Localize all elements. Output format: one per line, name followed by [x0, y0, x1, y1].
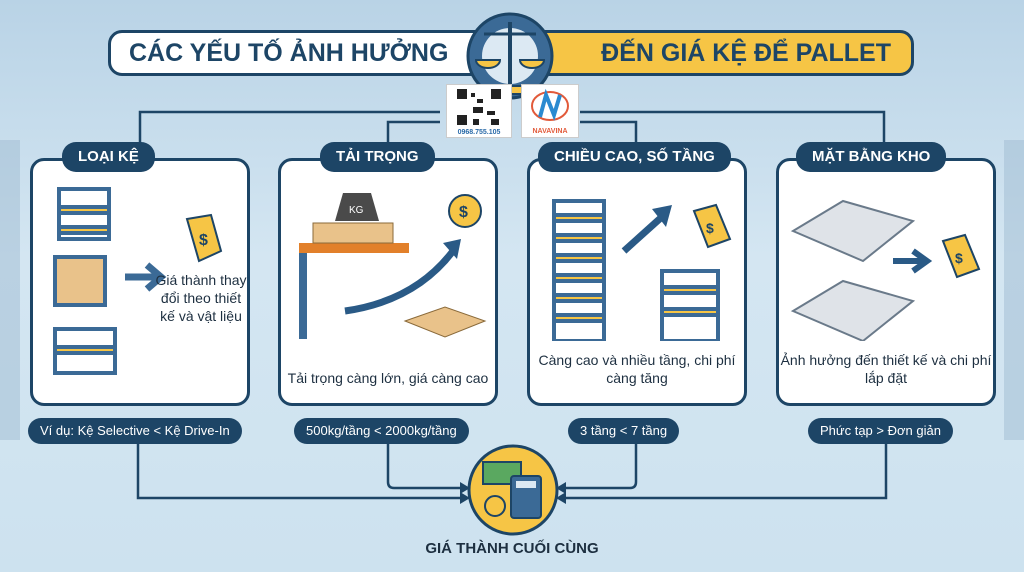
- factor-description: Giá thành thay đổi theo thiết kế và vật …: [155, 272, 247, 324]
- factor-example: 3 tầng < 7 tầng: [568, 418, 680, 444]
- logo-text: NAVAVINA: [532, 128, 568, 135]
- factor-example: 500kg/tầng < 2000kg/tầng: [294, 418, 469, 444]
- load-rack-icon: KG $: [299, 193, 487, 339]
- navavina-logo: NAVAVINA: [521, 84, 579, 138]
- weight-label: KG: [349, 205, 364, 216]
- title-left: CÁC YẾU TỐ ẢNH HƯỞNG: [108, 30, 488, 76]
- factor-example: Phức tạp > Đơn giản: [808, 418, 953, 444]
- final-cost-icon: [467, 444, 559, 536]
- factor-title: MẶT BẰNG KHO: [796, 142, 947, 172]
- floor-plan-icon: $: [790, 199, 981, 341]
- qr-code[interactable]: 0968.755.105: [446, 84, 512, 138]
- svg-text:$: $: [706, 220, 714, 236]
- final-cost-label: GIÁ THÀNH CUỐI CÙNG: [425, 540, 599, 557]
- rack-beam: [0, 140, 20, 440]
- factor-title: TẢI TRỌNG: [320, 142, 435, 172]
- price-tag-icon: $: [185, 213, 223, 263]
- arrow-right-icon: [125, 262, 167, 292]
- svg-text:$: $: [459, 204, 468, 221]
- qr-caption: 0968.755.105: [457, 129, 501, 136]
- tall-rack-icon: $: [552, 199, 732, 341]
- factor-description: Ảnh hưởng đến thiết kế và chi phí lắp đặ…: [780, 352, 992, 386]
- title-right: ĐẾN GIÁ KỆ ĐỂ PALLET: [530, 30, 914, 76]
- factor-example: Ví dụ: Kệ Selective < Kệ Drive-In: [28, 418, 242, 444]
- factor-description: Càng cao và nhiều tầng, chi phí càng tăn…: [538, 352, 736, 386]
- factor-card-floor-plan: $ Ảnh hưởng đến thiết kế và chi phí lắp …: [776, 158, 996, 406]
- rack-types-icon: [53, 187, 117, 375]
- rack-beam: [1004, 140, 1024, 440]
- factor-description: Tải trọng càng lớn, giá càng cao: [287, 370, 489, 386]
- factor-card-load: KG $ Tải trọng càng lớn, giá càng cao: [278, 158, 498, 406]
- factor-title: LOẠI KỆ: [62, 142, 155, 172]
- svg-text:$: $: [199, 232, 208, 249]
- svg-text:$: $: [955, 250, 963, 266]
- factor-title: CHIỀU CAO, SỐ TẦNG: [538, 142, 731, 172]
- factor-card-rack-type: $ Giá thành thay đổi theo thiết kế và vậ…: [30, 158, 250, 406]
- factor-card-height: $ Càng cao và nhiều tầng, chi phí càng t…: [527, 158, 747, 406]
